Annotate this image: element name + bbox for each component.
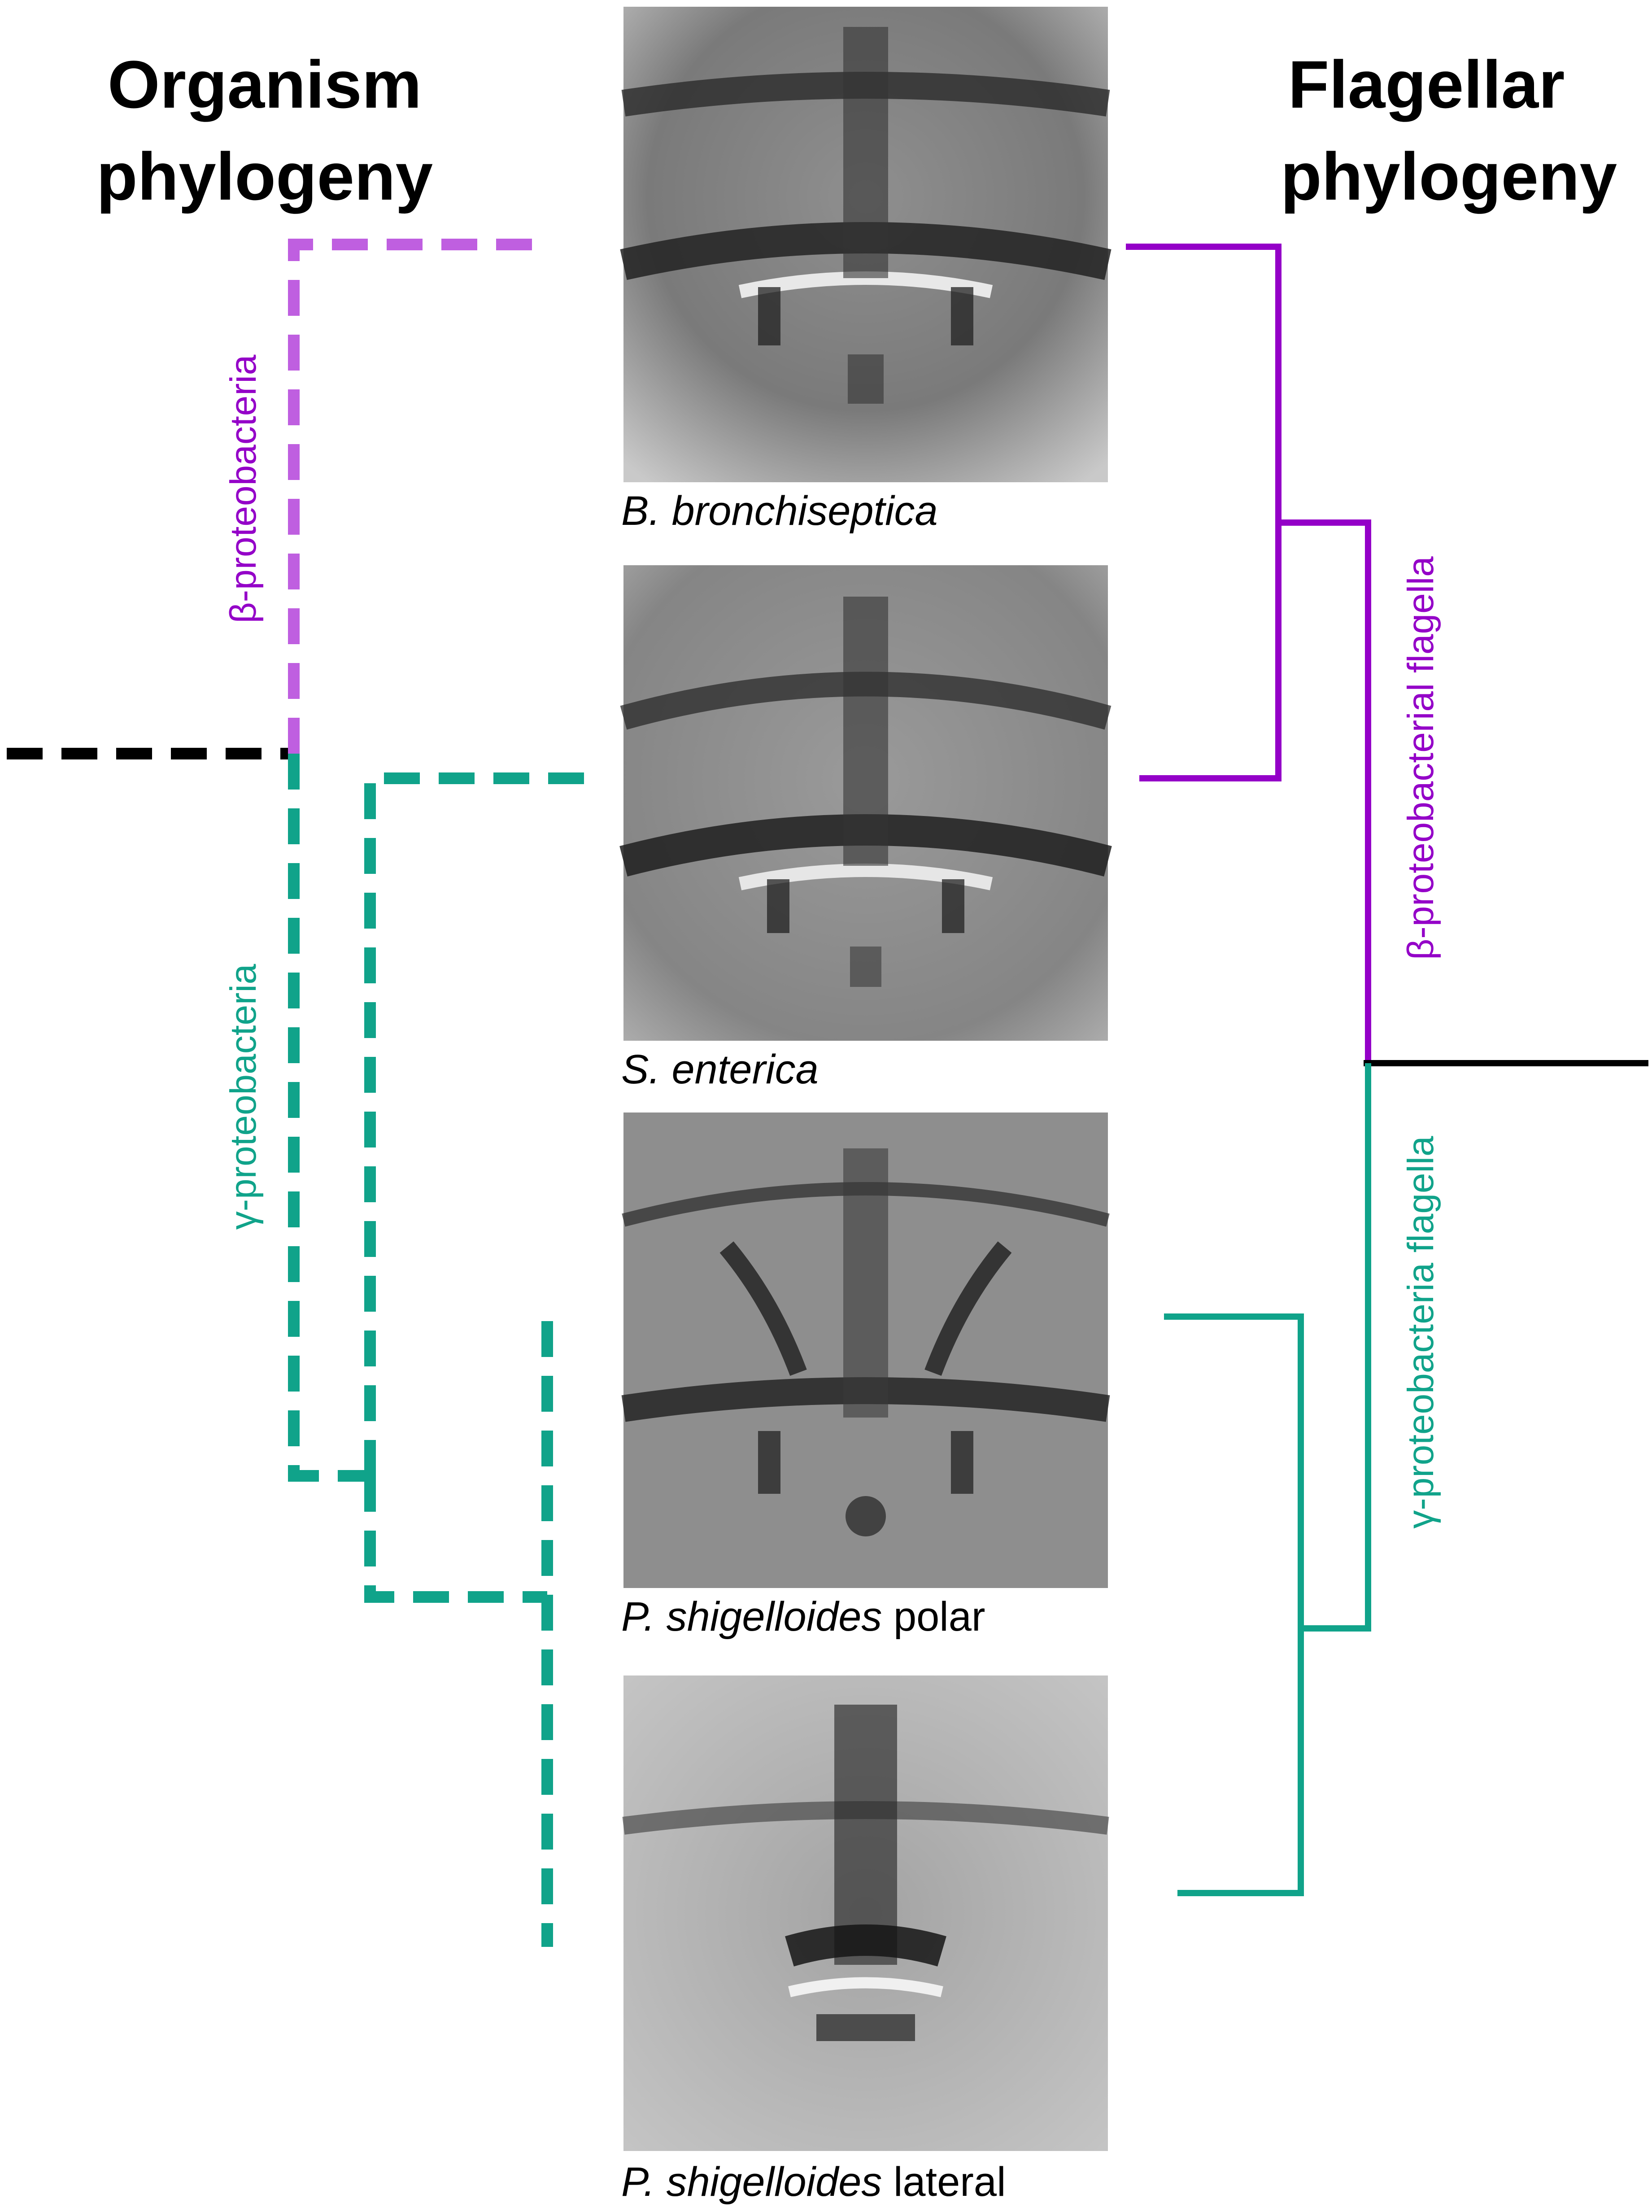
label-gamma-proteobacteria: γ-proteobacteria [223, 964, 264, 1230]
organism-phylogeny-title-line1: Organism [108, 47, 422, 122]
cryo-et-panel-bronchiseptica [620, 7, 1112, 482]
shigelloides-node-organism [364, 1476, 547, 1603]
gamma-branch-organism [288, 754, 370, 1482]
gamma-flagella-stem [1301, 1063, 1371, 1632]
cryo-et-panel-shigelloides-polar [621, 1113, 1110, 1588]
gamma-flagella-branch [1164, 1313, 1304, 1896]
label-gamma-proteobacteria-flagella: γ-proteobacteria flagella [1400, 1136, 1441, 1529]
beta-branch-organism [288, 239, 547, 754]
beta-flagella-stem [1278, 519, 1371, 1063]
flagellar-phylogeny-title-line1: Flagellar [1288, 47, 1565, 122]
flagellar-phylogeny-tree [1126, 244, 1648, 1896]
label-beta-proteobacterial-flagella: β-proteobacterial flagella [1400, 556, 1441, 960]
label-beta-proteobacteria: β-proteobacteria [223, 354, 264, 623]
caption-bronchiseptica: B. bronchiseptica [621, 488, 938, 534]
caption-shigelloides-polar: P. shigelloides polar [621, 1594, 985, 1640]
organism-phylogeny-title-line2: phylogeny [96, 139, 433, 214]
caption-shigelloides-lateral: P. shigelloides lateral [621, 2159, 1006, 2205]
cryo-et-panel-enterica [619, 565, 1112, 1041]
caption-enterica: S. enterica [621, 1047, 819, 1092]
beta-flagella-branch [1126, 244, 1281, 781]
flagellar-phylogeny-title-line2: phylogeny [1281, 139, 1617, 214]
organism-phylogeny-tree [7, 239, 588, 1947]
enterica-branch-organism [364, 772, 588, 1476]
cryo-et-panel-shigelloides-lateral [622, 1675, 1109, 2151]
